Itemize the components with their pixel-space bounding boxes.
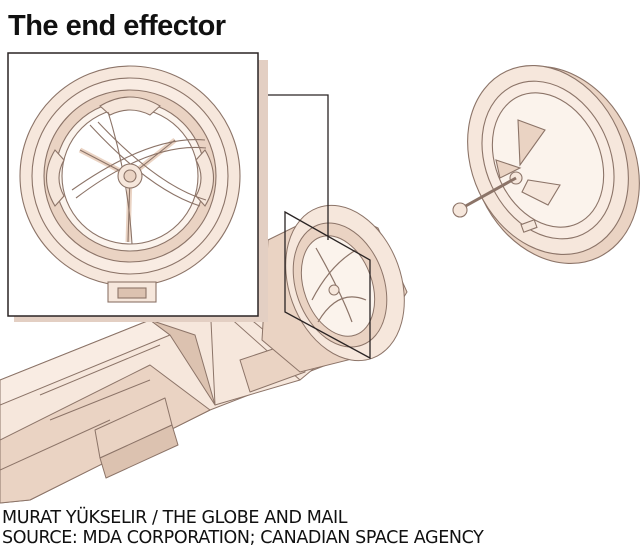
source-credit: SOURCE: MDA CORPORATION; CANADIAN SPACE …: [2, 528, 484, 548]
diagram-title: The end effector: [8, 10, 226, 42]
detail-marker: [284, 210, 371, 360]
credits: MURAT YÜKSELIR / THE GLOBE AND MAIL SOUR…: [2, 508, 484, 548]
leader-line: [258, 94, 329, 240]
end-effector-cylinder: [261, 204, 408, 373]
author-credit: MURAT YÜKSELIR / THE GLOBE AND MAIL: [2, 508, 348, 528]
robotic-arm: [0, 254, 361, 504]
inset-detail: [7, 52, 268, 322]
grapple-fixture: [452, 65, 640, 264]
